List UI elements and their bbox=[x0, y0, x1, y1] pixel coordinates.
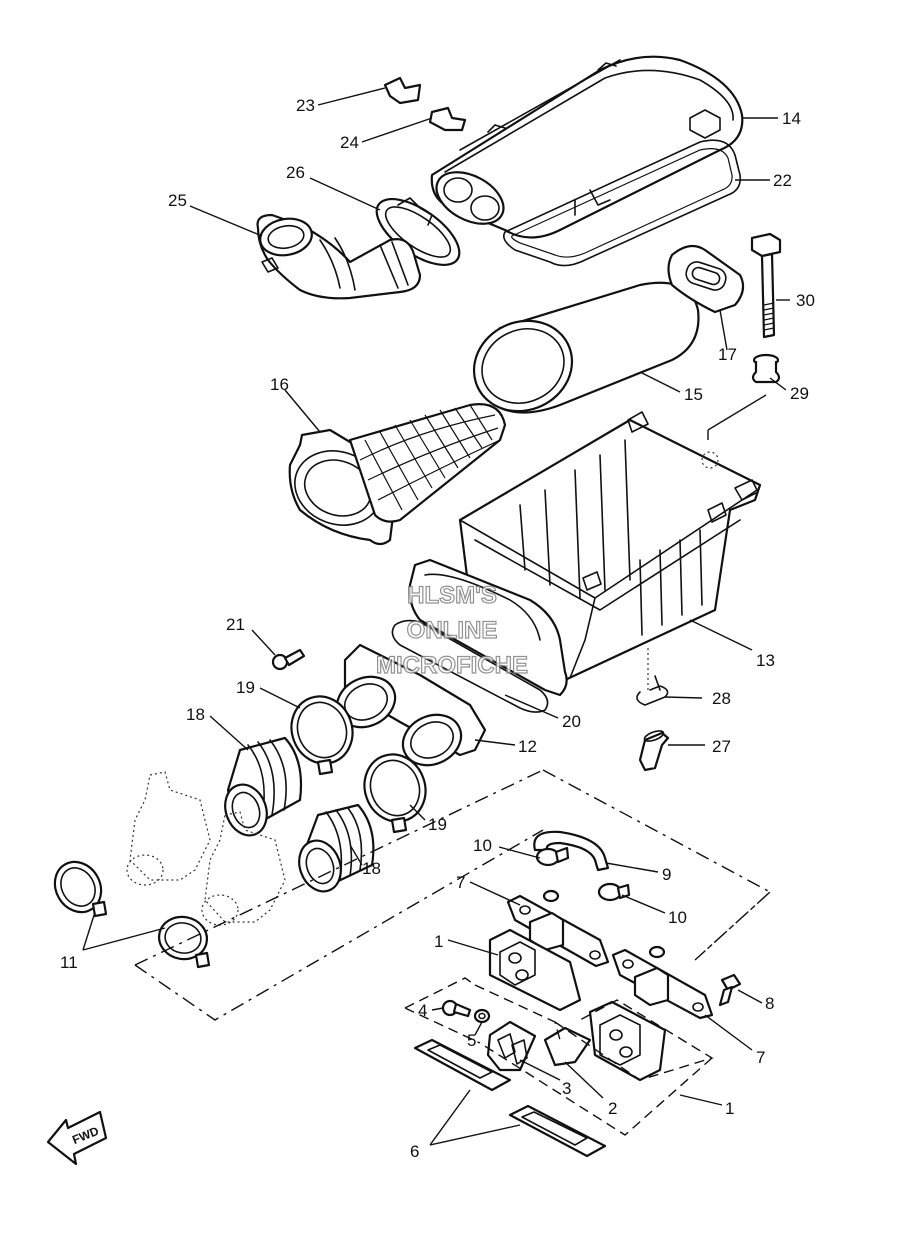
callout-18-upper: 18 bbox=[186, 705, 205, 724]
callout-8: 8 bbox=[765, 994, 774, 1013]
callout-1-lower: 1 bbox=[725, 1099, 734, 1118]
part-30-bolt bbox=[750, 232, 782, 339]
part-5-washer bbox=[473, 1008, 491, 1024]
callout-20: 20 bbox=[562, 712, 581, 731]
callout-19-upper: 19 bbox=[236, 678, 255, 697]
callout-26: 26 bbox=[286, 163, 305, 182]
part-15-filter-element bbox=[472, 281, 700, 414]
callout-19-lower: 19 bbox=[428, 815, 447, 834]
part-3-reed bbox=[486, 1020, 537, 1072]
callout-25: 25 bbox=[168, 191, 187, 210]
callout-24: 24 bbox=[340, 133, 359, 152]
part-13-air-case bbox=[408, 411, 762, 697]
callout-10-upper: 10 bbox=[473, 836, 492, 855]
callout-10-lower: 10 bbox=[668, 908, 687, 927]
leader-29-tie bbox=[707, 394, 767, 440]
callout-2: 2 bbox=[608, 1099, 617, 1118]
leader-lines bbox=[82, 87, 790, 1146]
part-21-screw bbox=[271, 648, 306, 671]
part-4-screw bbox=[441, 999, 472, 1018]
part-11-clamp-left bbox=[53, 860, 108, 918]
callout-13: 13 bbox=[756, 651, 775, 670]
callout-18-lower: 18 bbox=[362, 859, 381, 878]
reed-kit-outline bbox=[404, 977, 714, 1136]
part-17-grommet bbox=[667, 244, 745, 314]
part-10-hose-clip-upper bbox=[535, 846, 570, 867]
part-18-joint-lower bbox=[298, 803, 375, 893]
part-8-bolt bbox=[718, 973, 742, 1007]
callout-3: 3 bbox=[562, 1079, 571, 1098]
callout-27: 27 bbox=[712, 737, 731, 756]
watermark-line-1: HLSM'S bbox=[407, 582, 497, 609]
part-7-reed-housing-upper bbox=[506, 889, 610, 968]
callout-12: 12 bbox=[518, 737, 537, 756]
part-28-clip bbox=[636, 675, 669, 706]
part-25-intake-duct bbox=[256, 213, 422, 300]
part-10-hose-clip-lower bbox=[597, 882, 631, 902]
part-24-clip bbox=[428, 106, 467, 132]
callout-1-upper: 1 bbox=[434, 932, 443, 951]
part-6-gasket-right bbox=[508, 1104, 607, 1158]
part-1-reed-valve-upper bbox=[488, 928, 582, 1012]
callout-16: 16 bbox=[270, 375, 289, 394]
part-19-clamp-upper bbox=[290, 695, 354, 776]
callout-labels: 23 24 26 25 14 22 30 17 29 15 16 13 28 2… bbox=[60, 96, 815, 1161]
part-22-cover-seal bbox=[502, 139, 742, 267]
callout-11: 11 bbox=[60, 953, 78, 972]
part-16-element-holder bbox=[288, 403, 507, 546]
part-1-reed-valve-lower bbox=[588, 1000, 667, 1082]
part-11-clamp-right bbox=[157, 915, 211, 969]
part-29-collar bbox=[751, 353, 781, 384]
callout-4: 4 bbox=[418, 1001, 427, 1020]
part-20-gasket bbox=[391, 619, 549, 713]
callout-14: 14 bbox=[782, 109, 801, 128]
callout-7-upper: 7 bbox=[456, 873, 465, 892]
watermark: HLSM'S ONLINE MICROFICHE bbox=[375, 581, 528, 679]
part-14-airbox-cover bbox=[430, 55, 744, 239]
callout-7-lower: 7 bbox=[756, 1048, 765, 1067]
callout-5: 5 bbox=[467, 1031, 476, 1050]
part-2-reed-stopper bbox=[543, 1026, 592, 1067]
part-23-clip bbox=[383, 76, 422, 105]
callout-23: 23 bbox=[296, 96, 315, 115]
callout-15: 15 bbox=[684, 385, 703, 404]
part-6-gasket-left bbox=[413, 1038, 512, 1092]
watermark-line-2: ONLINE bbox=[407, 617, 498, 644]
callout-28: 28 bbox=[712, 689, 731, 708]
callout-29: 29 bbox=[790, 384, 809, 403]
callout-22: 22 bbox=[773, 171, 792, 190]
callout-9: 9 bbox=[662, 865, 671, 884]
fwd-arrow-icon: FWD bbox=[46, 1110, 108, 1166]
part-18-joint-upper bbox=[224, 736, 303, 837]
callout-21: 21 bbox=[226, 615, 245, 634]
callout-17: 17 bbox=[718, 345, 737, 364]
part-9-hose bbox=[533, 830, 610, 872]
part-7-reed-housing-lower bbox=[611, 945, 714, 1020]
watermark-line-3: MICROFICHE bbox=[376, 652, 528, 679]
callout-30: 30 bbox=[796, 291, 815, 310]
callout-6: 6 bbox=[410, 1142, 419, 1161]
part-27-drain bbox=[638, 730, 670, 772]
